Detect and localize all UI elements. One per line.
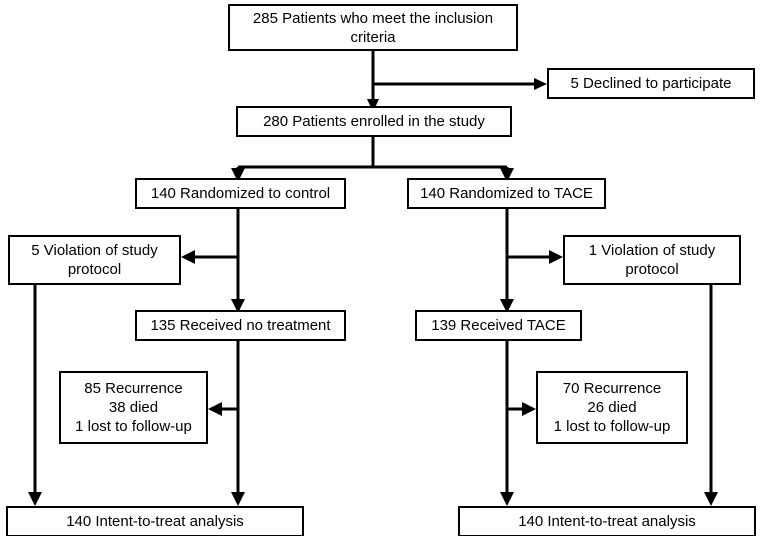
node-declined[interactable]: 5 Declined to participate bbox=[547, 68, 755, 99]
connector-received-tace-to-itt bbox=[500, 340, 514, 506]
connector-received-tace-to-outcomes bbox=[507, 402, 536, 416]
node-violation-control-line1: 5 Violation of study bbox=[31, 242, 158, 259]
node-violation-tace-line1: 1 Violation of study bbox=[588, 242, 716, 259]
node-outcomes-control-line2: 38 died bbox=[108, 399, 159, 416]
connector-inclusion-to-enrolled bbox=[367, 51, 379, 112]
connector-violation-tace-to-itt bbox=[704, 285, 718, 506]
connector-violation-control-to-itt bbox=[28, 285, 42, 506]
node-received-control-line1: 135 Received no treatment bbox=[150, 317, 331, 334]
connector-inclusion-to-declined bbox=[373, 78, 547, 90]
node-violation-tace[interactable]: 1 Violation of study protocol bbox=[563, 235, 741, 285]
node-randomized-tace[interactable]: 140 Randomized to TACE bbox=[407, 178, 606, 209]
node-itt-tace[interactable]: 140 Intent-to-treat analysis bbox=[458, 506, 756, 536]
node-received-control[interactable]: 135 Received no treatment bbox=[135, 310, 346, 341]
node-inclusion[interactable]: 285 Patients who meet the inclusion crit… bbox=[228, 4, 518, 51]
node-inclusion-line2: criteria bbox=[350, 28, 396, 46]
node-inclusion-line1: 285 Patients who meet the inclusion bbox=[252, 9, 494, 27]
node-enrolled-line1: 280 Patients enrolled in the study bbox=[263, 113, 485, 130]
node-outcomes-tace-line3: 1 lost to follow-up bbox=[553, 418, 671, 435]
connector-received-control-to-outcomes bbox=[208, 402, 238, 416]
node-outcomes-control-line3: 1 lost to follow-up bbox=[75, 418, 192, 435]
node-itt-control[interactable]: 140 Intent-to-treat analysis bbox=[6, 506, 304, 536]
node-violation-control[interactable]: 5 Violation of study protocol bbox=[8, 235, 181, 285]
node-outcomes-control-line1: 85 Recurrence bbox=[84, 380, 183, 397]
node-outcomes-tace-line2: 26 died bbox=[587, 399, 637, 416]
node-itt-tace-line1: 140 Intent-to-treat analysis bbox=[518, 513, 696, 530]
node-randomized-tace-line1: 140 Randomized to TACE bbox=[420, 185, 593, 202]
connector-tace-to-received bbox=[500, 209, 514, 313]
connector-control-to-received bbox=[231, 209, 245, 313]
node-enrolled[interactable]: 280 Patients enrolled in the study bbox=[236, 106, 512, 137]
node-outcomes-tace[interactable]: 70 Recurrence 26 died 1 lost to follow-u… bbox=[536, 371, 688, 444]
node-randomized-control-line1: 140 Randomized to control bbox=[150, 185, 331, 202]
connector-tace-to-violation bbox=[507, 250, 563, 264]
connector-control-to-violation bbox=[181, 250, 238, 264]
node-declined-line1: 5 Declined to participate bbox=[570, 75, 732, 92]
connector-enrolled-to-arms bbox=[231, 137, 514, 182]
connector-received-control-to-itt bbox=[231, 340, 245, 506]
node-received-tace[interactable]: 139 Received TACE bbox=[415, 310, 582, 341]
node-received-tace-line1: 139 Received TACE bbox=[431, 317, 566, 334]
node-randomized-control[interactable]: 140 Randomized to control bbox=[135, 178, 346, 209]
node-violation-control-line2: protocol bbox=[67, 261, 122, 278]
node-outcomes-tace-line1: 70 Recurrence bbox=[562, 380, 662, 397]
node-violation-tace-line2: protocol bbox=[625, 261, 679, 278]
node-outcomes-control[interactable]: 85 Recurrence 38 died 1 lost to follow-u… bbox=[59, 371, 208, 444]
node-itt-control-line1: 140 Intent-to-treat analysis bbox=[66, 513, 244, 530]
